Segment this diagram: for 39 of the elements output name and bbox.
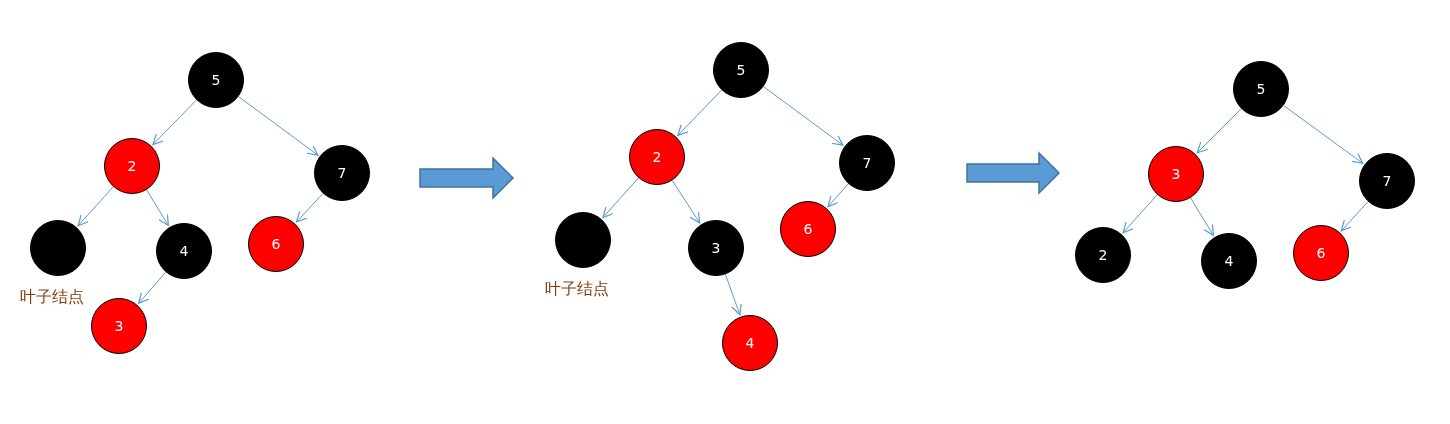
leaf-node [30, 220, 86, 276]
node-caption: 叶子结点 [20, 286, 84, 308]
tree-node: 6 [1293, 225, 1349, 281]
tree-node: 3 [91, 298, 147, 354]
tree-node: 2 [104, 138, 160, 194]
tree-node: 5 [713, 42, 769, 98]
arrow [295, 193, 324, 223]
arrow [138, 271, 167, 304]
arrow [827, 183, 849, 208]
tree-node: 4 [1201, 233, 1257, 289]
tree-node: 4 [156, 223, 212, 279]
tree-node: 2 [1075, 227, 1131, 283]
tree-node: 6 [248, 216, 304, 272]
tree-node: 7 [839, 135, 895, 191]
tree-node: 4 [722, 315, 778, 371]
arrow [1196, 108, 1242, 154]
arrow [671, 180, 701, 224]
node-caption: 叶子结点 [545, 278, 609, 300]
tree-node: 2 [629, 129, 685, 185]
tree-node: 5 [188, 52, 244, 108]
tree-node: 6 [780, 201, 836, 257]
tree-node: 3 [688, 220, 744, 276]
arrow [763, 86, 844, 146]
arrow [677, 89, 723, 136]
arrow [1190, 197, 1214, 236]
arrow [1283, 105, 1364, 164]
arrow [146, 189, 169, 226]
leaf-node [555, 212, 611, 268]
arrow [1122, 194, 1158, 234]
tree-node: 7 [314, 145, 370, 201]
arrow [238, 96, 319, 156]
arrow [152, 99, 197, 146]
arrow [602, 177, 639, 219]
arrow [77, 186, 114, 227]
arrow [1340, 201, 1369, 232]
arrow [724, 273, 742, 316]
tree-node: 3 [1148, 146, 1204, 202]
tree-node: 5 [1233, 61, 1289, 117]
tree-node: 7 [1359, 153, 1415, 209]
